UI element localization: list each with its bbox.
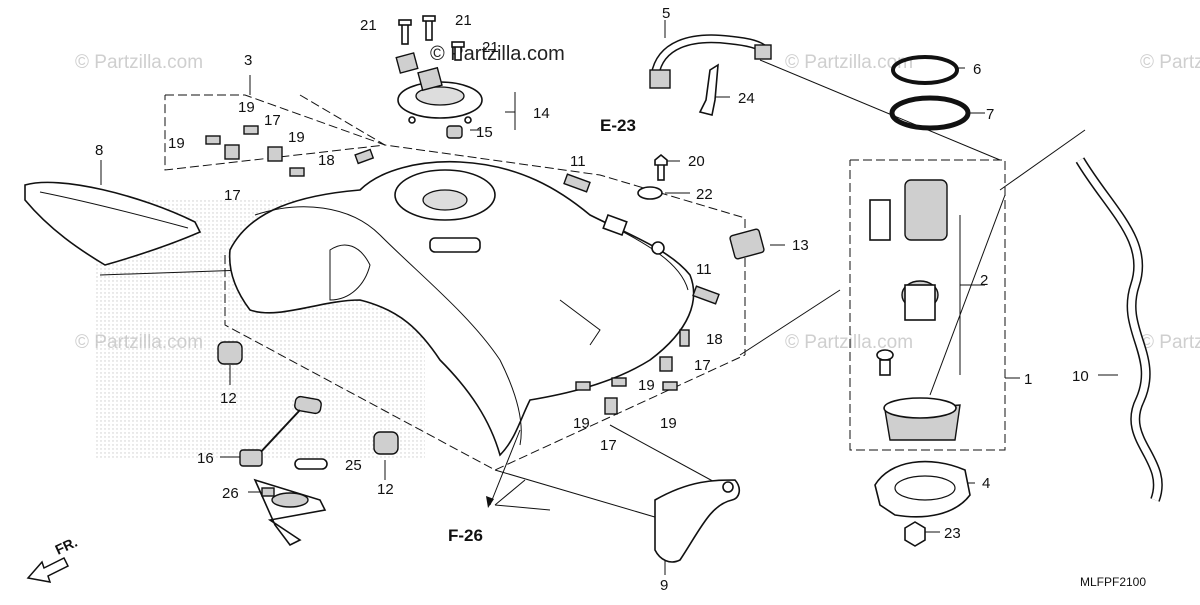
- callout-15: 15: [476, 124, 493, 141]
- callout-18: 18: [318, 152, 335, 169]
- part-19-cushion: [289, 167, 305, 177]
- group-outline-tank-bottom: [224, 255, 746, 471]
- callout-8: 8: [95, 142, 103, 159]
- watermark-center: © Partzilla.com: [430, 43, 565, 65]
- part-19-cushion: [611, 377, 627, 387]
- callout-5: 5: [662, 5, 670, 22]
- watermark: © Partzilla.com: [1140, 52, 1200, 73]
- callout-3: 3: [244, 52, 252, 69]
- watermark: © Partzilla.com: [785, 52, 913, 73]
- part-15-grommet: [446, 125, 463, 139]
- callout-19: 19: [660, 415, 677, 432]
- part-11-cushion: [563, 173, 591, 193]
- part-12-grommet: [217, 341, 243, 365]
- group-outline-tank-top: [299, 94, 746, 355]
- part-17-cushion: [267, 146, 283, 162]
- part-13-connector: [729, 228, 765, 260]
- part-16-fuel-sender: [239, 395, 327, 547]
- watermark: © Partzilla.com: [1140, 332, 1200, 353]
- callout-11: 11: [570, 153, 586, 170]
- reference-f26: F-26: [448, 526, 483, 545]
- part-26-clip: [261, 487, 275, 497]
- part-18-cushion: [679, 329, 690, 347]
- watermark: © Partzilla.com: [75, 52, 203, 73]
- callout-14: 14: [533, 105, 550, 122]
- callout-12: 12: [220, 390, 237, 407]
- diagram-code: MLFPF2100: [1080, 575, 1146, 589]
- part-9-bracket: [654, 479, 741, 563]
- part-9-hole: [722, 481, 734, 493]
- callout-6: 6: [973, 61, 981, 78]
- front-label: FR.: [53, 534, 80, 558]
- callout-21: 21: [455, 12, 472, 29]
- part-23-nut: [904, 521, 926, 547]
- callout-4: 4: [982, 475, 990, 492]
- part-17-cushion: [604, 397, 618, 415]
- callout-23: 23: [944, 525, 961, 542]
- part-19-cushion: [243, 125, 259, 135]
- part-19-cushion: [205, 135, 221, 145]
- part-8-edge: [39, 191, 189, 229]
- reference-e23: E-23: [600, 116, 636, 135]
- callout-9: 9: [660, 577, 668, 594]
- callout-19: 19: [638, 377, 655, 394]
- front-arrow-icon: [26, 556, 70, 583]
- part-19-cushion: [575, 381, 591, 391]
- front-direction-indicator: FR.: [26, 534, 80, 583]
- callout-11: 11: [696, 261, 712, 278]
- part-12-grommet: [373, 431, 399, 455]
- callout-12: 12: [377, 481, 394, 498]
- callout-2: 2: [980, 272, 988, 289]
- callout-7: 7: [986, 106, 994, 123]
- callout-25: 25: [345, 457, 362, 474]
- part-18-cushion: [354, 148, 375, 165]
- group-outline-pump: [849, 159, 1006, 451]
- part-24-clip: [698, 63, 719, 116]
- callout-20: 20: [688, 153, 705, 170]
- part-8-cover: [24, 181, 202, 266]
- part-20-bolt-head: [654, 153, 668, 166]
- callout-19: 19: [573, 415, 590, 432]
- callout-24: 24: [738, 90, 755, 107]
- reference-arrows: [486, 429, 551, 511]
- part-7-seal-ring: [889, 95, 971, 131]
- callout-17: 17: [224, 187, 241, 204]
- callout-17: 17: [264, 112, 281, 129]
- callout-13: 13: [792, 237, 809, 254]
- callout-16: 16: [197, 450, 214, 467]
- part-5-hose: [649, 34, 772, 89]
- callout-10: 10: [1072, 368, 1089, 385]
- callout-19: 19: [238, 99, 255, 116]
- part-6-seal-ring: [891, 55, 959, 85]
- part-17-cushion: [659, 356, 673, 372]
- part-14-filler-cap: [395, 52, 483, 124]
- part-11-cushion: [692, 285, 720, 305]
- part-19-cushion: [662, 381, 678, 391]
- callout-17: 17: [694, 357, 711, 374]
- part-25-seal: [294, 458, 328, 470]
- part-4-opening: [894, 475, 956, 501]
- watermark: © Partzilla.com: [785, 332, 913, 353]
- part-21-bolts: [398, 15, 465, 61]
- callout-18: 18: [706, 331, 723, 348]
- callout-21: 21: [360, 17, 377, 34]
- callout-1: 1: [1024, 371, 1032, 388]
- part-2-fuel-pump: [869, 179, 961, 441]
- callout-17: 17: [600, 437, 617, 454]
- callout-21: 21: [482, 39, 499, 56]
- callout-19: 19: [288, 129, 305, 146]
- callout-22: 22: [696, 186, 713, 203]
- callout-26: 26: [222, 485, 239, 502]
- part-22-washer: [637, 186, 663, 200]
- part-10-hose-inner: [1076, 158, 1162, 502]
- callout-labels: 3 8 19 17 19 19 17 18 21 21 21 14 15 5 2…: [95, 5, 1089, 594]
- callout-19: 19: [168, 135, 185, 152]
- part-17-cushion: [224, 144, 240, 160]
